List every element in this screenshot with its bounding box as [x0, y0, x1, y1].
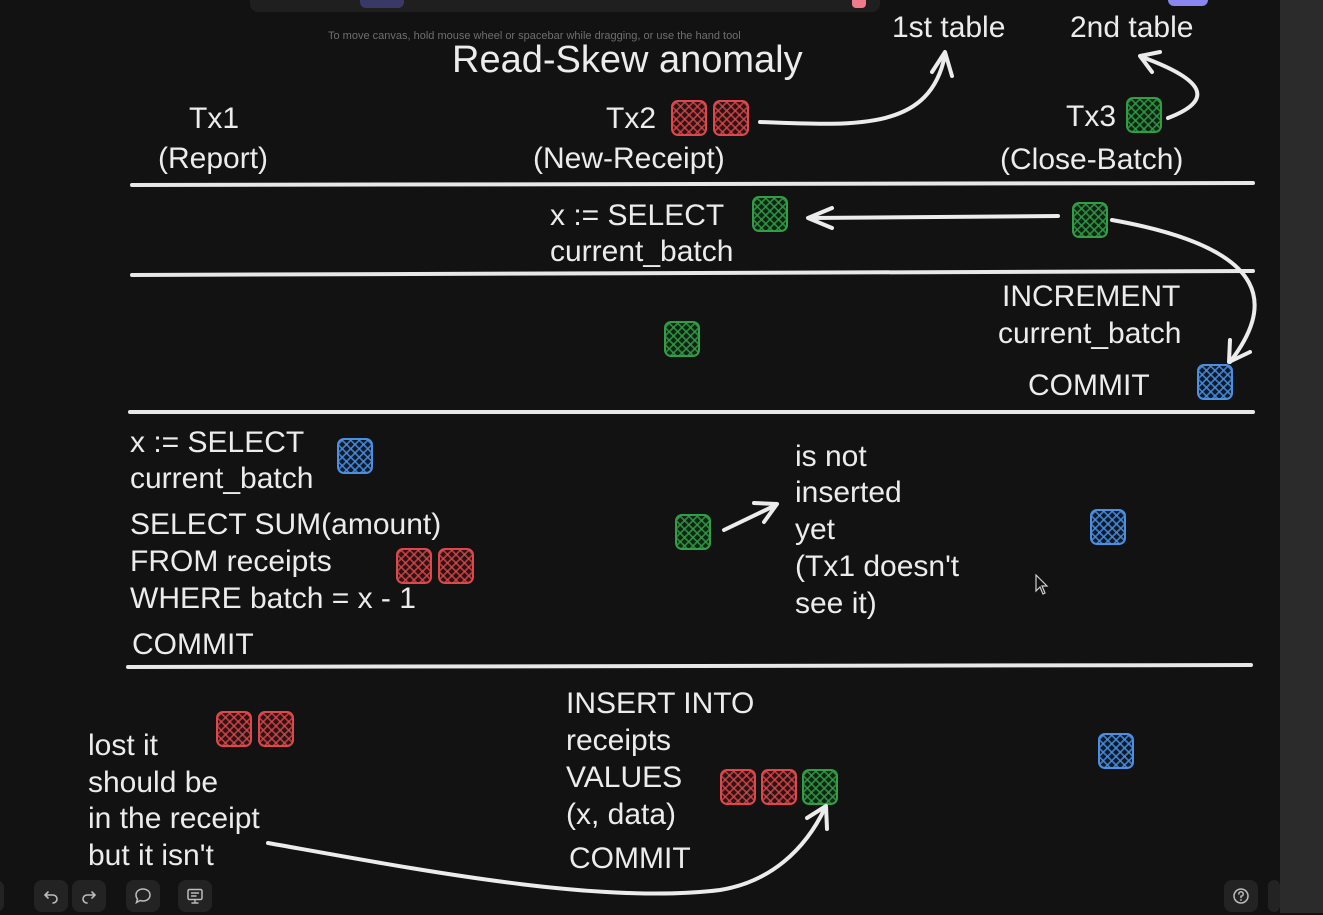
separator-line — [125, 663, 1254, 669]
tx1-read-blue-block — [337, 438, 373, 474]
lost-line1: lost it — [88, 729, 159, 762]
arrowhead — [752, 501, 779, 524]
right-side-panel — [1280, 0, 1323, 913]
insert-line3: VALUES — [566, 761, 683, 794]
tx2-read-green-block — [752, 196, 788, 232]
side-panel-toggle[interactable] — [1268, 880, 1280, 912]
tx2-pending-green-block — [675, 514, 711, 550]
share-button[interactable] — [1168, 0, 1208, 6]
tx3-commit: COMMIT — [1028, 369, 1150, 402]
insert-commit: COMMIT — [569, 842, 691, 875]
lost-line4: but it isn't — [88, 839, 214, 872]
comment-icon — [135, 888, 151, 905]
tx3-role: (Close-Batch) — [1000, 143, 1184, 176]
tx1-select-line1: x := SELECT — [130, 426, 305, 459]
lost-line3: in the receipt — [88, 802, 260, 835]
insert-line1: INSERT INTO — [566, 687, 755, 720]
tx3-increment-line1: INCREMENT — [1002, 280, 1181, 313]
tx2-select-line2: current_batch — [550, 235, 734, 268]
arrowhead — [1138, 50, 1162, 74]
tx1-commit: COMMIT — [132, 628, 254, 661]
tx3-green-block — [1072, 202, 1108, 238]
whiteboard-canvas[interactable]: To move canvas, hold mouse wheel or spac… — [0, 0, 1280, 913]
comment-button[interactable] — [126, 880, 160, 912]
redo-icon — [82, 891, 97, 904]
undo-icon — [43, 891, 58, 904]
insert-red-block — [720, 769, 756, 805]
separator-line — [129, 269, 1256, 277]
diagram-title: Read-Skew anomaly — [452, 39, 803, 81]
undo-button[interactable] — [34, 880, 68, 912]
second-table-label: 2nd table — [1070, 11, 1194, 44]
tx3-row4-blue-block — [1098, 733, 1134, 769]
arrowhead — [1227, 338, 1252, 364]
tx1-sum-line1: SELECT SUM(amount) — [130, 508, 442, 541]
insert-line2: receipts — [566, 724, 672, 757]
insert-line4: (x, data) — [566, 798, 677, 831]
insert-green-block — [802, 769, 838, 805]
top-toolbar[interactable] — [250, 0, 880, 12]
note-line1: is not — [795, 440, 867, 473]
note-line2: inserted — [795, 476, 902, 509]
note-line5: see it) — [795, 587, 877, 620]
tx3-name: Tx3 — [1066, 100, 1117, 133]
tx2-held-green-block — [664, 321, 700, 357]
bottom-toolbar: - — [0, 878, 1280, 913]
tx1-sum-line3: WHERE batch = x - 1 — [130, 582, 416, 615]
present-button[interactable] — [178, 880, 212, 912]
first-table-label: 1st table — [892, 11, 1006, 44]
tx1-role: (Report) — [158, 142, 269, 175]
tx3-increment-line2: current_batch — [998, 317, 1182, 350]
lost-red-block — [258, 711, 294, 747]
zoom-out-button[interactable]: - — [0, 880, 4, 912]
tx1-name: Tx1 — [189, 102, 240, 135]
tx2-select-line1: x := SELECT — [550, 199, 725, 232]
tx1-select-line2: current_batch — [130, 462, 314, 495]
arrowhead — [930, 50, 954, 78]
mouse-cursor-icon — [1035, 574, 1049, 595]
note-line4: (Tx1 doesn't — [795, 550, 960, 583]
tx1-receipt-red-block — [438, 548, 474, 584]
tx1-sum-line2: FROM receipts — [130, 545, 332, 578]
tx1-receipt-red-block — [396, 548, 432, 584]
tx2-header-red-block — [671, 100, 707, 136]
help-icon — [1233, 888, 1249, 904]
arrow-tx3-to-tx2-read — [808, 214, 1060, 220]
canvas-hint: To move canvas, hold mouse wheel or spac… — [328, 30, 741, 42]
selected-tool-button[interactable] — [360, 0, 404, 8]
tx2-name: Tx2 — [606, 102, 657, 135]
separator-line — [128, 410, 1255, 414]
tx2-header-red-block — [713, 100, 749, 136]
library-button[interactable] — [852, 0, 866, 8]
help-button[interactable] — [1224, 880, 1258, 912]
tx3-row3-blue-block — [1090, 509, 1126, 545]
arrowhead — [805, 804, 829, 831]
lost-line2: should be — [88, 766, 219, 799]
redo-button[interactable] — [72, 880, 106, 912]
lost-red-block — [216, 711, 252, 747]
arrowhead — [806, 206, 834, 230]
note-line3: yet — [795, 513, 836, 546]
separator-line — [129, 181, 1256, 187]
arrow-to-note — [722, 503, 778, 532]
insert-red-block — [761, 769, 797, 805]
tx2-role: (New-Receipt) — [533, 142, 725, 175]
tx3-blue-block — [1197, 364, 1233, 400]
tx3-header-green-block — [1126, 97, 1162, 133]
present-icon — [187, 888, 203, 904]
